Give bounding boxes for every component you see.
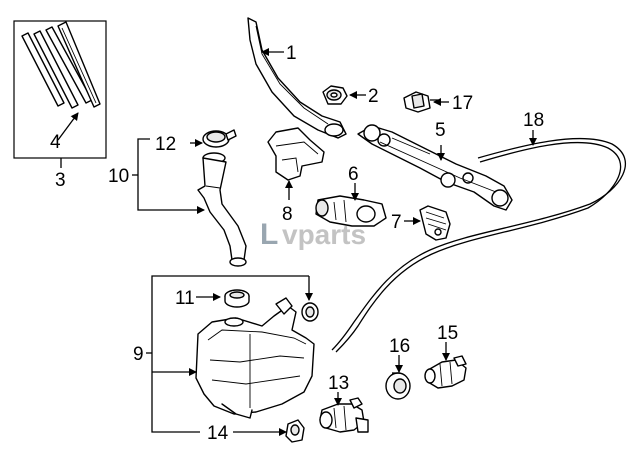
- callout-12: 12: [155, 134, 176, 155]
- callout-3: 3: [55, 170, 66, 191]
- callout-10: 10: [108, 166, 129, 187]
- pump-grommet[interactable]: [285, 419, 305, 443]
- motor-bracket[interactable]: [419, 205, 451, 241]
- callout-13: 13: [328, 373, 349, 394]
- callout-4: 4: [50, 132, 61, 153]
- arm-nut[interactable]: [322, 85, 348, 105]
- callout-17: 17: [452, 93, 473, 114]
- tank-grommet[interactable]: [301, 302, 319, 322]
- callout-15: 15: [437, 323, 458, 344]
- pump-seal[interactable]: [385, 372, 411, 400]
- callout-9: 9: [133, 344, 144, 365]
- washer-reservoir[interactable]: [195, 297, 315, 419]
- hose-clip[interactable]: [403, 91, 438, 113]
- callout-14: 14: [207, 423, 229, 444]
- wiper-linkage[interactable]: [357, 124, 513, 211]
- reservoir-cap-seal[interactable]: [224, 289, 250, 308]
- callout-7: 7: [391, 212, 402, 233]
- wiper-arm[interactable]: [247, 17, 347, 139]
- filler-cap[interactable]: [202, 129, 237, 148]
- callout-1: 1: [286, 43, 297, 64]
- watermark: L vparts: [260, 218, 366, 251]
- filler-neck[interactable]: [197, 152, 247, 267]
- washer-hose[interactable]: [331, 137, 626, 353]
- callout-18: 18: [523, 110, 544, 131]
- wiper-blade-inset[interactable]: [13, 20, 107, 168]
- watermark-name: vparts: [282, 219, 366, 250]
- cowl-seal[interactable]: [267, 127, 325, 181]
- callout-8: 8: [282, 204, 293, 225]
- washer-pump[interactable]: [319, 397, 369, 433]
- watermark-prefix: L: [260, 218, 278, 251]
- level-sensor[interactable]: [424, 355, 467, 389]
- wiper-motor[interactable]: [315, 195, 387, 227]
- callout-5: 5: [435, 120, 446, 141]
- callout-6: 6: [348, 164, 359, 185]
- callout-11: 11: [175, 288, 195, 309]
- callout-2: 2: [368, 86, 379, 107]
- callout-16: 16: [389, 336, 410, 357]
